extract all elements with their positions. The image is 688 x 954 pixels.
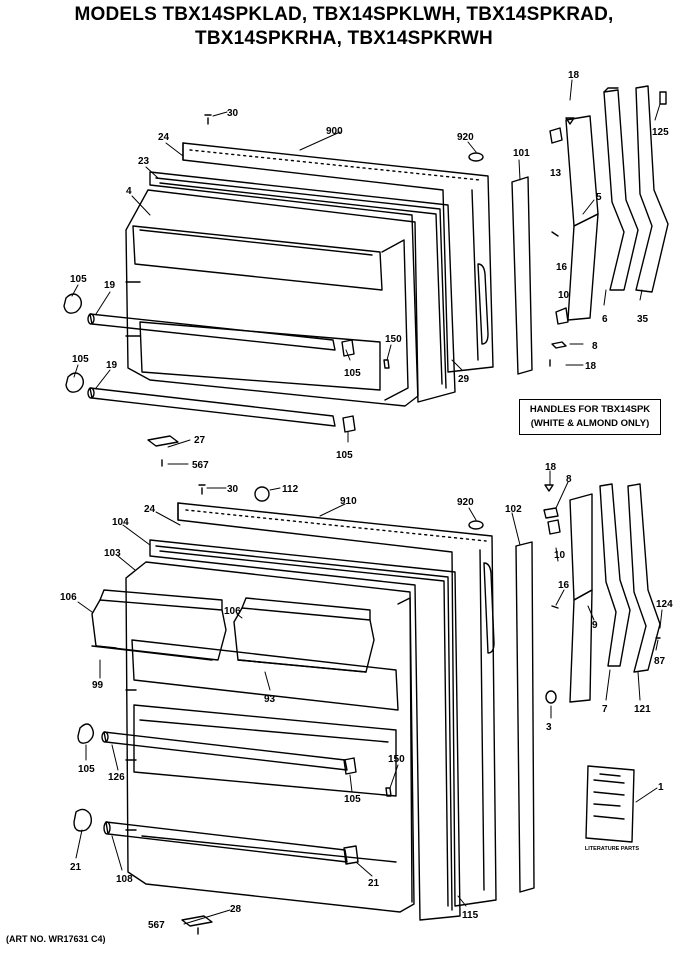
label-23: 23 — [138, 156, 150, 167]
label-93: 93 — [264, 694, 276, 705]
label-920-top: 920 — [457, 132, 474, 143]
fresh-food-door-liner — [125, 561, 415, 913]
handles-note-line-2: (WHITE & ALMOND ONLY) — [530, 418, 650, 429]
label-150-top: 150 — [385, 334, 402, 345]
label-102: 102 — [505, 504, 522, 515]
freezer-shelf-rail-lower — [87, 387, 336, 427]
label-13: 13 — [550, 168, 562, 179]
label-4: 4 — [126, 186, 132, 197]
label-30-bottom: 30 — [227, 484, 239, 495]
label-8-bottom: 8 — [566, 474, 572, 485]
label-3: 3 — [546, 722, 552, 733]
label-105-c: 105 — [344, 368, 361, 379]
label-567-bottom: 567 — [148, 920, 165, 931]
label-108: 108 — [116, 874, 133, 885]
label-10-bottom: 10 — [554, 550, 566, 561]
label-112: 112 — [282, 484, 299, 495]
label-125: 125 — [652, 127, 669, 138]
label-105-d: 105 — [336, 450, 353, 461]
part-labels: 30 24 900 920 101 18 13 5 125 23 4 16 10… — [60, 70, 673, 931]
freezer-shelf-rail-upper — [87, 313, 336, 351]
lower-handle-parts — [543, 483, 661, 704]
label-28: 28 — [230, 904, 242, 915]
label-150-bottom: 150 — [388, 754, 405, 765]
label-105-f: 105 — [344, 794, 361, 805]
label-18-mid: 18 — [585, 361, 597, 372]
label-99: 99 — [92, 680, 104, 691]
upper-handle-parts — [549, 85, 669, 367]
label-101: 101 — [513, 148, 530, 159]
diagram-title-line-2: TBX14SPKRHA, TBX14SPKRWH — [195, 28, 493, 49]
label-21-a: 21 — [70, 862, 82, 873]
freezer-door-liner — [125, 189, 419, 407]
label-103: 103 — [104, 548, 121, 559]
label-18-top: 18 — [568, 70, 580, 81]
label-900: 900 — [326, 126, 343, 137]
label-29: 29 — [458, 374, 470, 385]
label-30-top: 30 — [227, 108, 239, 119]
label-910: 910 — [340, 496, 357, 507]
fresh-food-shelf-rail-upper — [101, 731, 348, 771]
label-105-e: 105 — [78, 764, 95, 775]
label-8-top: 8 — [592, 341, 598, 352]
label-19-a: 19 — [104, 280, 116, 291]
label-24-bottom: 24 — [144, 504, 156, 515]
label-126: 126 — [108, 772, 125, 783]
fresh-food-door-handle-strip — [515, 541, 535, 893]
label-7: 7 — [602, 704, 608, 715]
art-number: (ART NO. WR17631 C4) — [6, 934, 106, 944]
label-35: 35 — [637, 314, 649, 325]
label-16-top: 16 — [556, 262, 568, 273]
literature-booklet — [585, 765, 635, 843]
handles-note-line-1: HANDLES FOR TBX14SPK — [529, 404, 651, 415]
label-21-b: 21 — [368, 878, 380, 889]
label-6: 6 — [602, 314, 608, 325]
label-124: 124 — [656, 599, 673, 610]
lower-small-parts — [73, 484, 484, 935]
fresh-food-door-outer-panel — [177, 502, 497, 907]
label-19-b: 19 — [106, 360, 118, 371]
label-24-top: 24 — [158, 132, 170, 143]
label-16-bottom: 16 — [558, 580, 570, 591]
label-18-bottom: 18 — [545, 462, 557, 473]
label-104: 104 — [112, 517, 129, 528]
label-920-bottom: 920 — [457, 497, 474, 508]
label-106-b: 106 — [224, 606, 241, 617]
fresh-food-door-gasket — [149, 539, 461, 921]
label-105-b: 105 — [72, 354, 89, 365]
leader-lines — [71, 79, 663, 925]
label-9: 9 — [592, 620, 598, 631]
label-115: 115 — [462, 910, 479, 921]
freezer-door-outer-panel — [182, 142, 494, 373]
fresh-food-bins — [91, 589, 375, 673]
freezer-door-handle-strip — [511, 176, 533, 375]
label-1: 1 — [658, 782, 664, 793]
label-10-top: 10 — [558, 290, 570, 301]
label-106-a: 106 — [60, 592, 77, 603]
label-121: 121 — [634, 704, 651, 715]
freezer-door-gasket — [149, 171, 456, 403]
label-567-top: 567 — [192, 460, 209, 471]
handles-note-box: HANDLES FOR TBX14SPK (WHITE & ALMOND ONL… — [519, 399, 661, 435]
label-5: 5 — [596, 192, 602, 203]
diagram-title-line-1: MODELS TBX14SPKLAD, TBX14SPKLWH, TBX14SP… — [74, 4, 614, 25]
label-27: 27 — [194, 435, 206, 446]
fresh-food-shelf-rail-lower — [103, 821, 348, 863]
literature-parts-label: LITERATURE PARTS — [584, 846, 640, 852]
label-87: 87 — [654, 656, 666, 667]
label-105-a: 105 — [70, 274, 87, 285]
